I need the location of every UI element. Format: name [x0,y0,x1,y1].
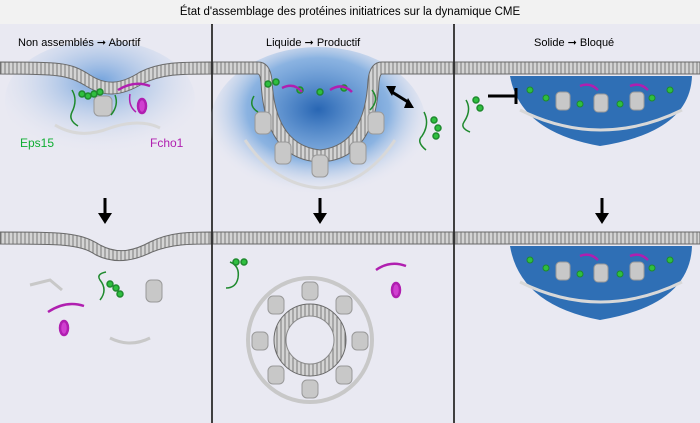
clathrin-fragment-icon [29,278,163,345]
panel-1-state: Non assemblés [18,37,94,49]
label-fcho1: Fcho1 [150,136,184,150]
eps15-protein-icon [526,86,674,108]
clathrin-coat-icon [243,111,397,190]
arrow-right-icon: ➞ [96,37,107,49]
arrow-icon [313,198,327,224]
arrow-right-icon: ➞ [567,37,577,49]
eps15-protein-icon [98,271,124,301]
fcho1-protein-icon [117,82,151,115]
diagram-canvas: Eps15 Fcho1 [0,24,700,423]
figure-body: Eps15 Fcho1 [0,24,700,423]
panel-3-label: Solide ➞ Bloqué [534,36,614,49]
panel-2-label: Liquide ➞ Productif [266,36,360,49]
eps15-protein-icon [419,111,442,151]
clathrin-coat-icon [54,95,161,135]
membrane-icon [0,61,212,95]
clathrin-coat-icon [519,91,683,132]
panel-2-outcome: Productif [316,37,361,49]
clathrin-coat-icon [519,261,683,304]
fcho1-protein-icon [579,83,649,91]
membrane-icon [454,231,700,245]
fcho1-protein-icon [47,302,85,337]
membrane-icon [454,61,700,75]
panel-3-state: Solide [534,37,565,49]
inhibition-icon [488,88,518,104]
membrane-icon [0,231,212,262]
panel-3-outcome: Bloqué [579,37,615,49]
arrow-right-icon: ➞ [304,37,314,49]
arrow-icon [98,198,112,224]
clathrin-coated-vesicle-icon [246,276,374,404]
membrane-icon [212,231,454,245]
solid-condensate-icon [510,246,692,320]
fcho1-protein-icon [579,253,649,261]
eps15-protein-icon [462,96,484,133]
eps15-protein-icon [70,88,118,127]
bidirectional-arrow-icon [386,86,414,108]
eps15-protein-icon [526,256,674,278]
fcho1-protein-icon [281,84,353,93]
arrow-icon [595,198,609,224]
fcho1-protein-icon [375,262,407,299]
eps15-protein-icon [225,258,248,289]
panel-2-state: Liquide [266,37,302,49]
panel-1-label: Non assemblés ➞ Abortif [18,36,140,49]
figure-title: État d'assemblage des protéines initiatr… [0,0,700,25]
panel-1-outcome: Abortif [108,37,141,49]
label-eps15: Eps15 [20,136,54,150]
